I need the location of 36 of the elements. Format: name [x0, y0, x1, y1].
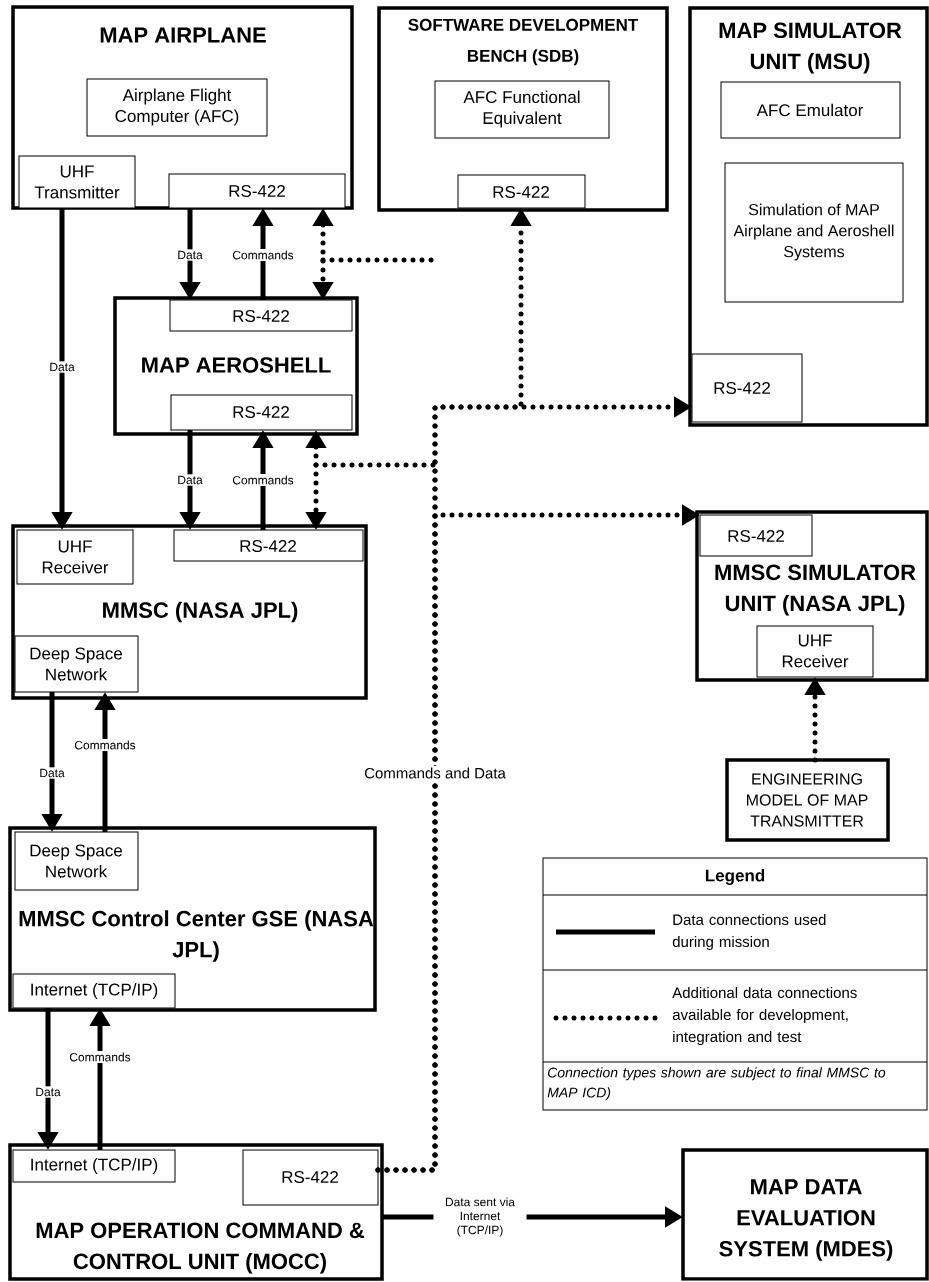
edge-label: Data sent via Internet (TCP/IP): [433, 1195, 527, 1239]
interface-box: RS-422: [242, 1149, 379, 1206]
interface-box: RS-422: [170, 394, 353, 431]
interface-box: UHF Receiver: [16, 529, 134, 585]
legend-heading: Legend: [705, 869, 765, 885]
interface-box: RS-422: [691, 353, 803, 423]
edge-label: Commands: [230, 474, 296, 486]
edge-label: Commands: [230, 249, 296, 261]
edge-label: Data: [47, 361, 77, 373]
interface-box: RS-422: [699, 514, 813, 557]
interface-box: Internet (TCP/IP): [12, 973, 176, 1009]
interface-box: Internet (TCP/IP): [12, 1149, 176, 1183]
edge-label: Data: [175, 474, 205, 486]
edge-label: Data: [37, 767, 67, 779]
edge-label: Data: [33, 1086, 63, 1098]
legend-text: Additional data connections available for development, integration and test: [672, 987, 857, 1045]
interface-box: RS-422: [457, 174, 586, 209]
interface-box: UHF Receiver: [756, 625, 874, 678]
interface-box: RS-422: [173, 529, 364, 562]
unit-box: MAP DATA EVALUATION SYSTEM (MDES): [681, 1148, 929, 1281]
interface-box: RS-422: [169, 299, 353, 332]
edge-label: Data: [175, 249, 205, 261]
module-box: AFC Emulator: [720, 81, 901, 139]
module-box: Simulation of MAP Airplane and Aeroshell Systems: [724, 162, 904, 303]
interface-box: UHF Transmitter: [18, 155, 136, 209]
edge-label: Commands: [67, 1051, 133, 1063]
edge-label: Commands and Data: [362, 766, 508, 780]
interface-box: Deep Space Network: [14, 635, 139, 693]
unit-box: ENGINEERING MODEL OF MAP TRANSMITTER: [725, 758, 890, 842]
module-box: AFC Functional Equivalent: [434, 80, 610, 139]
note-text: Connection types shown are subject to final MMSC to MAP ICD): [547, 1067, 886, 1101]
legend-text: Data connections used during mission: [672, 914, 826, 950]
module-box: Airplane Flight Computer (AFC): [86, 78, 268, 137]
interface-box: Deep Space Network: [14, 831, 139, 891]
interface-box: RS-422: [168, 173, 346, 209]
edge-label: Commands: [72, 739, 138, 751]
